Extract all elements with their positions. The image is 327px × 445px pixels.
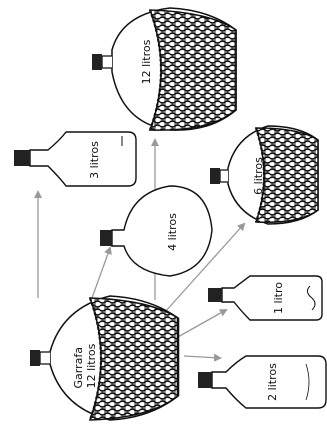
bottle-3: 3 litros bbox=[14, 132, 136, 186]
jug-4-label: 4 litros bbox=[166, 213, 179, 251]
top-demijohn-cork bbox=[92, 54, 102, 70]
demijohn-6-cork bbox=[210, 168, 220, 184]
arrow-to-bottle-2 bbox=[184, 356, 220, 358]
bottle-3-label: 3 litros bbox=[88, 141, 101, 179]
jug-4: 4 litros bbox=[100, 186, 212, 276]
top-demijohn: 12 litros bbox=[92, 8, 236, 130]
arrow-to-jug-4 bbox=[92, 248, 110, 298]
demijohn-6: 6 litros bbox=[210, 126, 318, 224]
bottle-3-cork bbox=[14, 150, 30, 166]
garrafa-cork bbox=[30, 350, 40, 366]
garrafa-label-volume: 12 litros bbox=[85, 343, 98, 388]
bottle-2-cork bbox=[198, 372, 212, 388]
demijohn-6-label: 6 litros bbox=[252, 157, 265, 195]
bottle-1: 1 litro bbox=[208, 276, 322, 320]
jug-4-cork bbox=[100, 230, 112, 246]
arrow-to-bottle-1 bbox=[176, 310, 226, 338]
svg-text:Garrafa 12 litros: Garrafa 12 litros bbox=[72, 343, 98, 388]
top-demijohn-label: 12 litros bbox=[140, 39, 153, 84]
bottle-2-label: 2 litros bbox=[266, 363, 279, 401]
garrafa-demijohn: Garrafa 12 litros bbox=[30, 296, 178, 420]
garrafa-label-name: Garrafa bbox=[72, 347, 85, 388]
bottle-1-label: 1 litro bbox=[272, 282, 285, 314]
bottle-1-cork bbox=[208, 288, 222, 302]
bottle-2: 2 litros bbox=[198, 356, 326, 408]
